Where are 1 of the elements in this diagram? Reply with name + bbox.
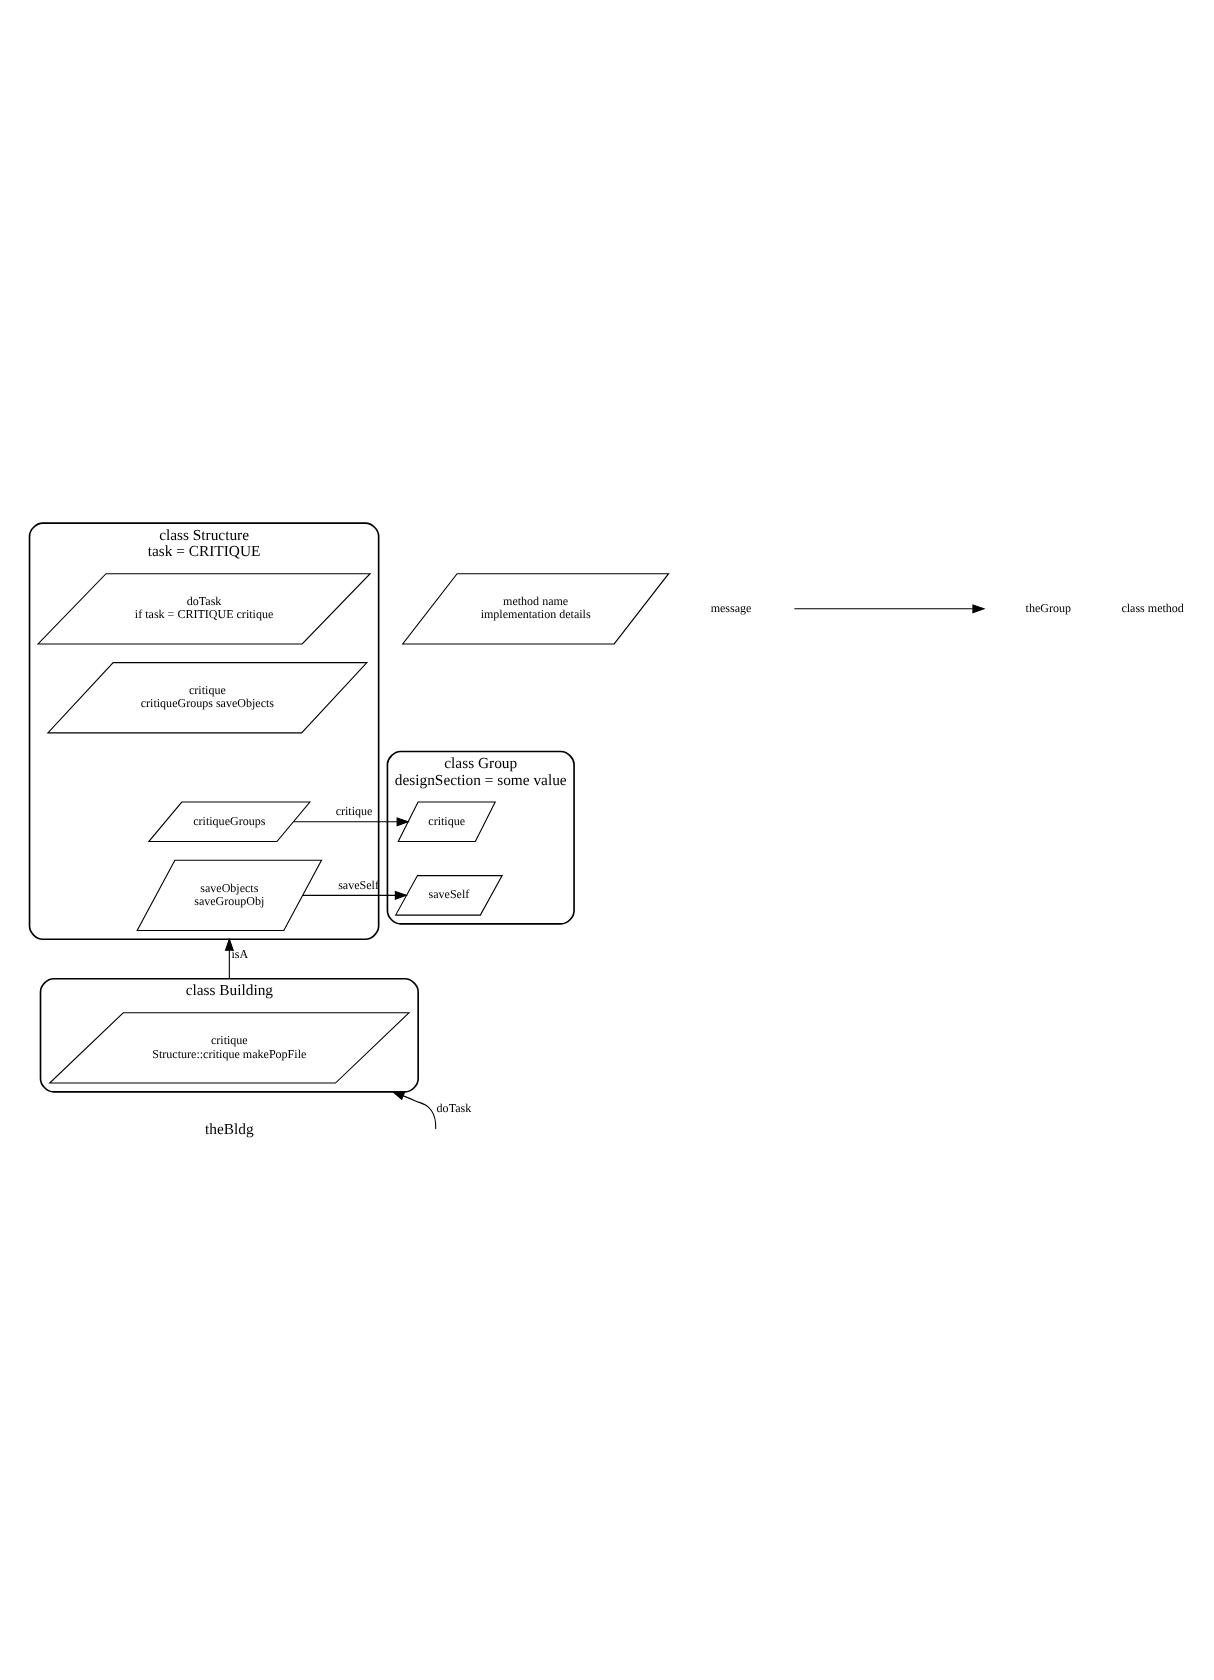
node-label: theBldg [205, 1119, 254, 1138]
